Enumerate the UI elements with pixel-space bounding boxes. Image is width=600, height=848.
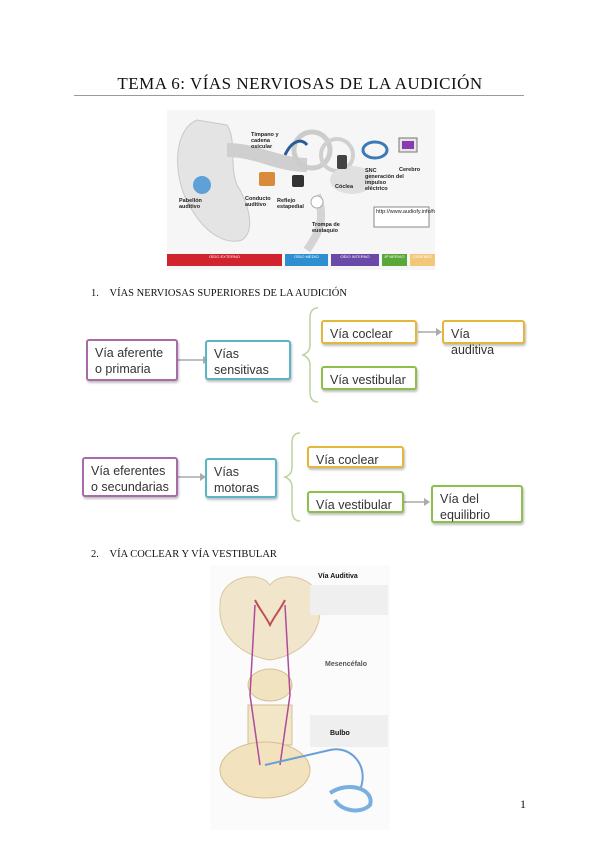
box-via-coclear-2: Vía coclear (307, 446, 404, 468)
page-number: 1 (520, 797, 526, 812)
label-mesencefalo: Mesencéfalo (325, 661, 367, 668)
band-cerebro: CEREBRO (410, 254, 435, 266)
label-trompa: Trompa de eustaquio (312, 222, 352, 234)
section-1-number: 1. (91, 288, 99, 299)
box-via-vestibular: Vía vestibular (321, 366, 417, 390)
section-2-number: 2. (91, 549, 99, 560)
label-timpano: Tímpano y cadena osicular (251, 132, 291, 150)
label-coclea: Cóclea (335, 184, 365, 190)
band-oido-externo: OÍDO EXTERNO (167, 254, 282, 266)
label-bulbo: Bulbo (330, 730, 350, 737)
section-2-heading: 2. VÍA COCLEAR Y VÍA VESTIBULAR (91, 549, 277, 560)
label-url: http://www.audiofy.info/for_ejer.txt (376, 209, 428, 215)
section-1-title: VÍAS NERVIOSAS SUPERIORES DE LA AUDICIÓN (110, 288, 347, 299)
label-via-auditiva: Vía Auditiva (318, 573, 358, 580)
page-title: TEMA 6: VÍAS NERVIOSAS DE LA AUDICIÓN (0, 74, 600, 94)
band-oido-interno: OÍDO INTERNO (331, 254, 379, 266)
section-2-title: VÍA COCLEAR Y VÍA VESTIBULAR (110, 549, 277, 560)
title-divider (74, 95, 524, 96)
band-oido-medio: OÍDO MEDIO (285, 254, 328, 266)
section-1-heading: 1. VÍAS NERVIOSAS SUPERIORES DE LA AUDIC… (91, 288, 347, 299)
auditory-pathway-illustration (210, 565, 390, 830)
band-8-nervio: 8º NERVIO (382, 254, 407, 266)
box-via-equilibrio: Vía del equilibrio (431, 485, 523, 523)
box-via-auditiva: Vía auditiva (442, 320, 525, 344)
box-via-eferentes: Vía eferentes o secundarias (82, 457, 178, 497)
box-via-aferente: Vía aferente o primaria (86, 339, 178, 381)
label-cerebro: Cerebro (399, 167, 433, 173)
auditory-pathway-figure: Vía Auditiva Mesencéfalo Bulbo (210, 565, 390, 830)
box-via-coclear: Vía coclear (321, 320, 417, 344)
ear-anatomy-figure: Tímpano y cadena osicular Pabellón audit… (167, 110, 435, 270)
label-reflejo: Reflejo estapedial (277, 198, 317, 210)
label-pabellon: Pabellón auditivo (179, 198, 219, 210)
box-vias-motoras: Vías motoras (205, 458, 277, 498)
box-via-vestibular-2: Vía vestibular (307, 491, 404, 513)
box-vias-sensitivas: Vías sensitivas (205, 340, 291, 380)
